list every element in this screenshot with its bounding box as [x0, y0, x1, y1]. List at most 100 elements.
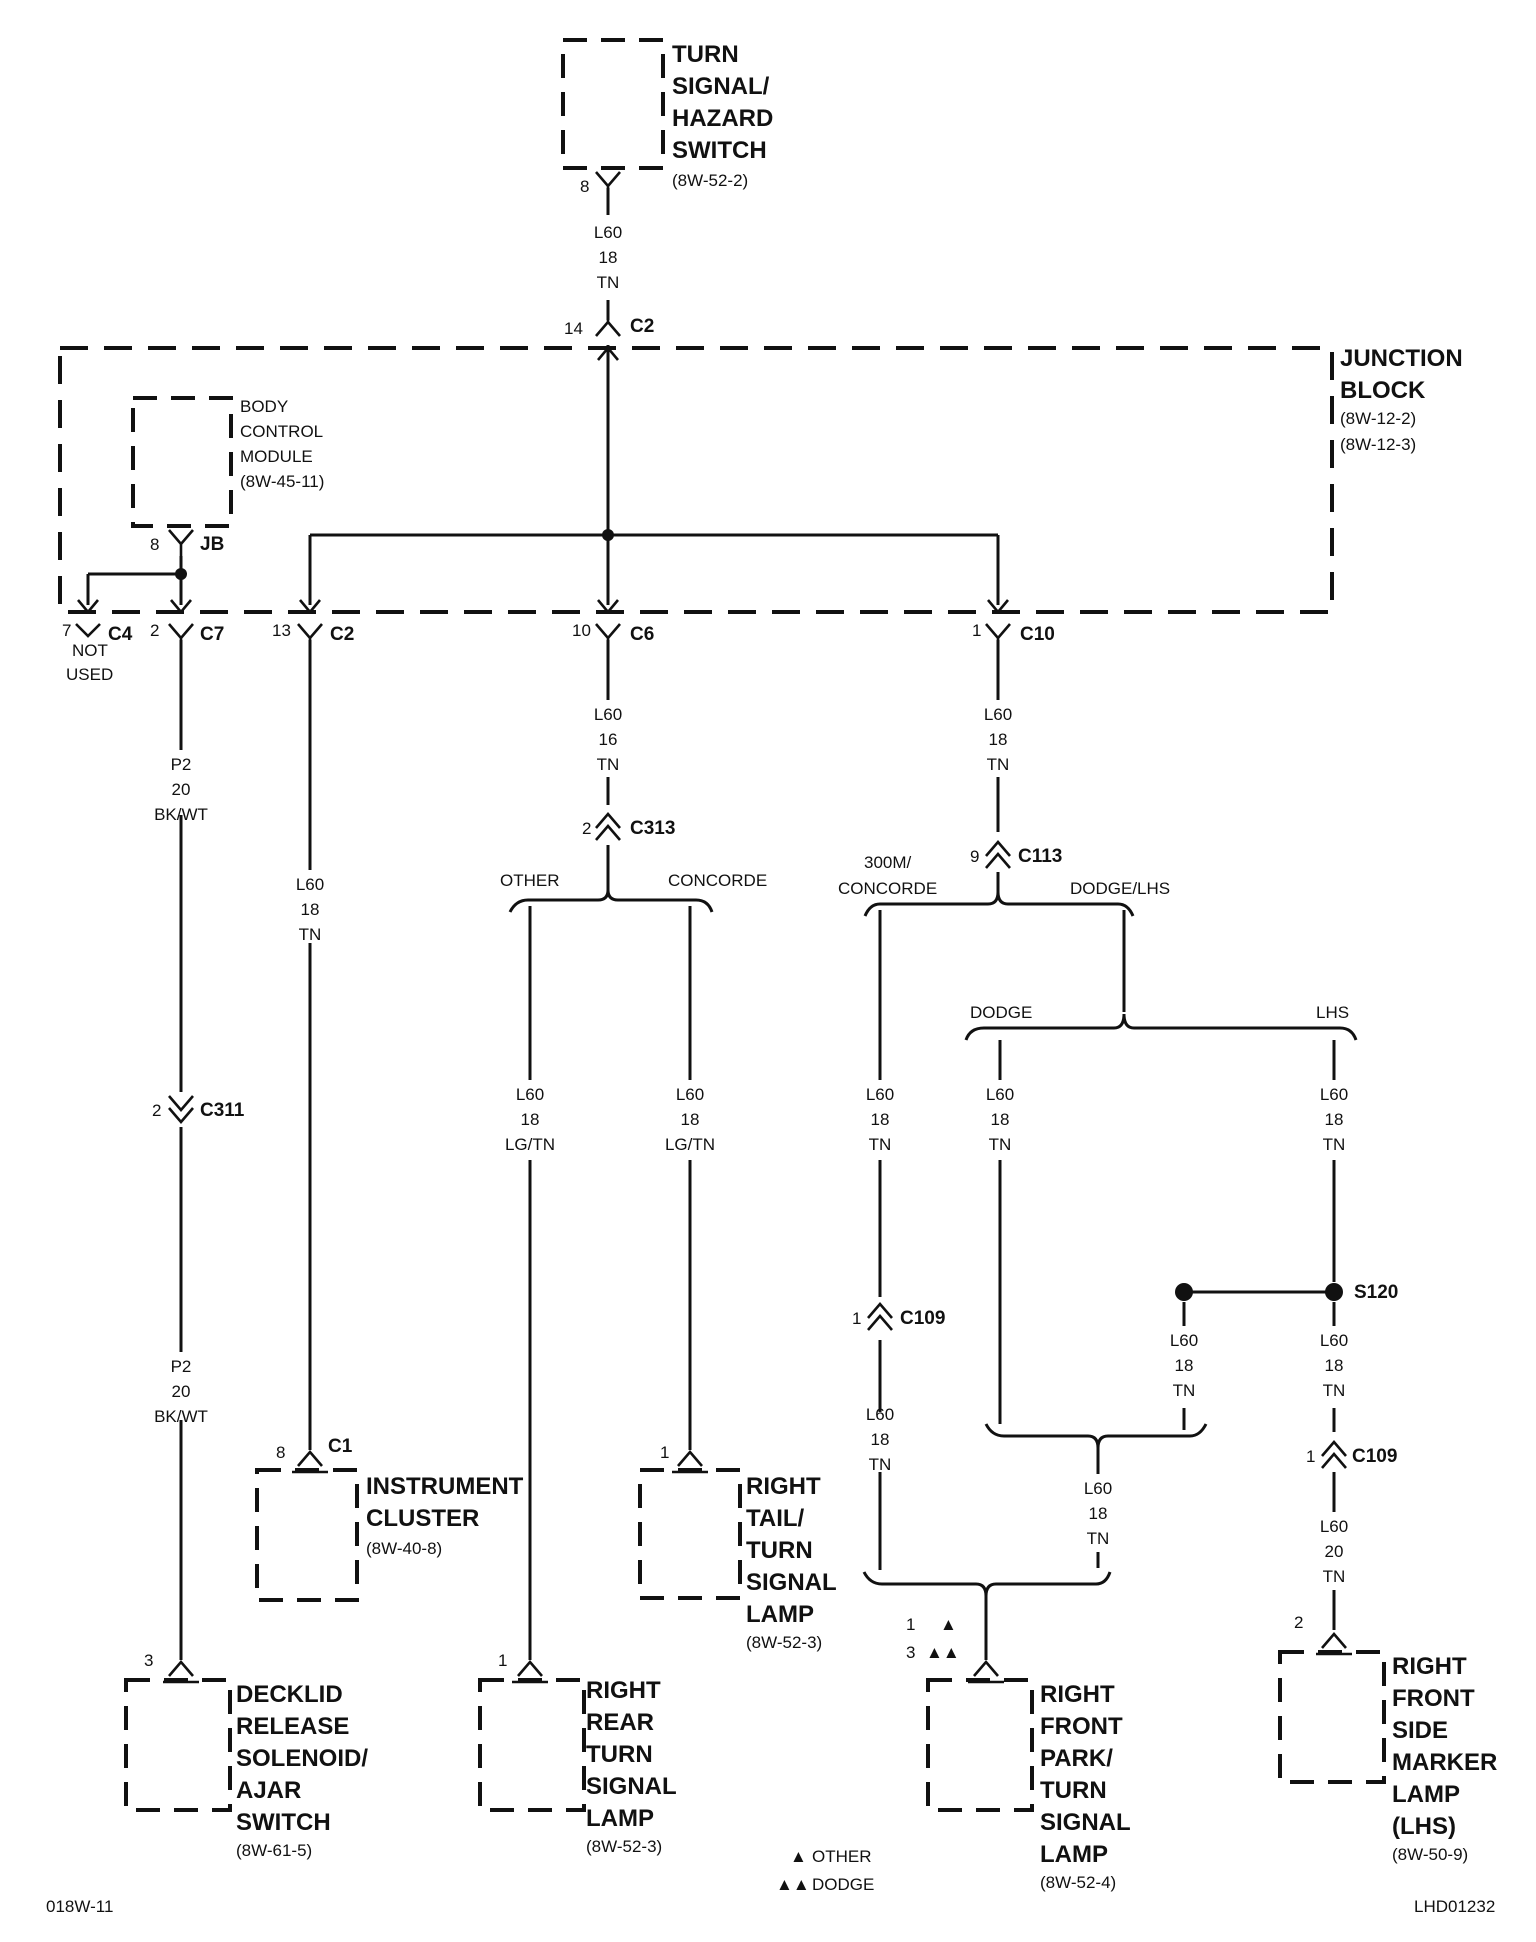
wire-spec-c10: L60 18 TN — [984, 705, 1012, 774]
c1-connector-icon — [292, 1450, 328, 1474]
decklid-label-2: RELEASE — [236, 1713, 349, 1740]
svg-text:L60: L60 — [296, 875, 324, 894]
svg-text:TN: TN — [1087, 1529, 1110, 1548]
tail-label-5: LAMP — [746, 1601, 814, 1628]
tss-label-3: HAZARD — [672, 105, 773, 132]
cluster-label-2: CLUSTER — [366, 1505, 479, 1532]
c1-pin: 8 — [276, 1443, 285, 1462]
c109-left-pin: 1 — [852, 1309, 861, 1328]
svg-text:L60: L60 — [866, 1405, 894, 1424]
rear-ref: (8W-52-3) — [586, 1837, 662, 1856]
legend-other-symbol: ▲ — [790, 1847, 807, 1866]
c10-name: C10 — [1020, 624, 1055, 645]
svg-text:L60: L60 — [1320, 1517, 1348, 1536]
tss-pin: 8 — [580, 177, 589, 196]
tail-label-3: TURN — [746, 1537, 813, 1564]
junction-block-box — [58, 346, 1334, 614]
marker-label-6: (LHS) — [1392, 1813, 1456, 1840]
jb-bcm-connector-icon — [168, 529, 194, 556]
svg-text:P2: P2 — [171, 1357, 192, 1376]
body-control-module-box — [131, 396, 233, 528]
tss-ref: (8W-52-2) — [672, 171, 748, 190]
tail-ref: (8W-52-3) — [746, 1633, 822, 1652]
c4-note-1: NOT — [72, 641, 108, 660]
svg-text:TN: TN — [987, 755, 1010, 774]
tss-connector-icon — [595, 171, 621, 192]
c2-bottom-name: C2 — [330, 624, 354, 645]
c109-right-pin: 1 — [1306, 1447, 1315, 1466]
svg-text:TN: TN — [1323, 1135, 1346, 1154]
c10-arrow-icon — [987, 599, 1009, 615]
c4-name: C4 — [108, 624, 133, 645]
jb-bcm-pin: 8 — [150, 535, 159, 554]
c4-pin: 7 — [62, 621, 71, 640]
splice-dot-s120-left — [1175, 1283, 1193, 1301]
c4-arrow-icon — [77, 599, 99, 615]
front-park-label-1: RIGHT — [1040, 1681, 1115, 1708]
wire-spec-300m: L60 18 TN — [866, 1085, 894, 1154]
rear-label-2: REAR — [586, 1709, 654, 1736]
front-park-label-2: FRONT — [1040, 1713, 1123, 1740]
svg-text:18: 18 — [871, 1430, 890, 1449]
front-park-label-5: SIGNAL — [1040, 1809, 1131, 1836]
tss-label-2: SIGNAL/ — [672, 73, 770, 100]
wire-spec-dodge: L60 18 TN — [986, 1085, 1014, 1154]
wire-front-lamp-merge — [862, 1571, 1112, 1597]
legend-dodge-symbol: ▲▲ — [776, 1875, 810, 1894]
svg-text:L60: L60 — [1084, 1479, 1112, 1498]
marker-label-4: MARKER — [1392, 1749, 1497, 1776]
c113-connector-icon — [985, 840, 1011, 869]
svg-text:TN: TN — [869, 1135, 892, 1154]
c2-bottom-pin: 13 — [272, 621, 291, 640]
c6-name: C6 — [630, 624, 654, 645]
front-park-ref: (8W-52-4) — [1040, 1873, 1116, 1892]
s120-name: S120 — [1354, 1282, 1398, 1303]
c109-left-name: C109 — [900, 1308, 945, 1329]
wire-c113-split — [863, 891, 1135, 917]
svg-text:L60: L60 — [594, 223, 622, 242]
decklid-label-4: AJAR — [236, 1777, 301, 1804]
tail-pin: 1 — [660, 1443, 669, 1462]
svg-text:20: 20 — [1325, 1542, 1344, 1561]
marker-label-2: FRONT — [1392, 1685, 1475, 1712]
svg-text:18: 18 — [1325, 1356, 1344, 1375]
c7-arrow-icon — [170, 599, 192, 615]
c10-pin: 1 — [972, 621, 981, 640]
bcm-ref: (8W-45-11) — [240, 472, 324, 491]
c6-pin: 10 — [572, 621, 591, 640]
svg-text:L60: L60 — [1320, 1331, 1348, 1350]
marker-label-5: LAMP — [1392, 1781, 1460, 1808]
svg-text:L60: L60 — [986, 1085, 1014, 1104]
jb-arrow-icon — [597, 345, 619, 361]
jb-label-1: JUNCTION — [1340, 345, 1463, 372]
c6-connector-icon — [595, 623, 621, 646]
bcm-label-3: MODULE — [240, 447, 313, 466]
marker-ref: (8W-50-9) — [1392, 1845, 1468, 1864]
wire-spec-other: L60 18 LG/TN — [505, 1085, 555, 1154]
bcm-label-1: BODY — [240, 397, 288, 416]
svg-text:LG/TN: LG/TN — [505, 1135, 555, 1154]
svg-text:L60: L60 — [866, 1085, 894, 1104]
wire-spec-300m-lower: L60 18 TN — [866, 1405, 894, 1474]
c7-connector-icon — [168, 623, 194, 646]
svg-text:18: 18 — [301, 900, 320, 919]
svg-text:L60: L60 — [676, 1085, 704, 1104]
footer-left: 018W-11 — [46, 1897, 113, 1916]
legend-other: OTHER — [812, 1847, 872, 1866]
front-park-label-4: TURN — [1040, 1777, 1107, 1804]
decklid-label-5: SWITCH — [236, 1809, 331, 1836]
front-park-pin-a-marker: ▲ — [940, 1615, 957, 1634]
svg-text:20: 20 — [172, 780, 191, 799]
svg-text:18: 18 — [871, 1110, 890, 1129]
option-concorde: CONCORDE — [668, 871, 767, 890]
tss-label-1: TURN — [672, 41, 739, 68]
decklid-pin: 3 — [144, 1651, 153, 1670]
wire-spec-c6: L60 16 TN — [594, 705, 622, 774]
footer-right: LHD01232 — [1414, 1897, 1495, 1916]
svg-text:18: 18 — [989, 730, 1008, 749]
svg-text:18: 18 — [991, 1110, 1010, 1129]
c2-top-name: C2 — [630, 316, 654, 337]
svg-text:L60: L60 — [516, 1085, 544, 1104]
splice-dot-s120 — [1325, 1283, 1343, 1301]
